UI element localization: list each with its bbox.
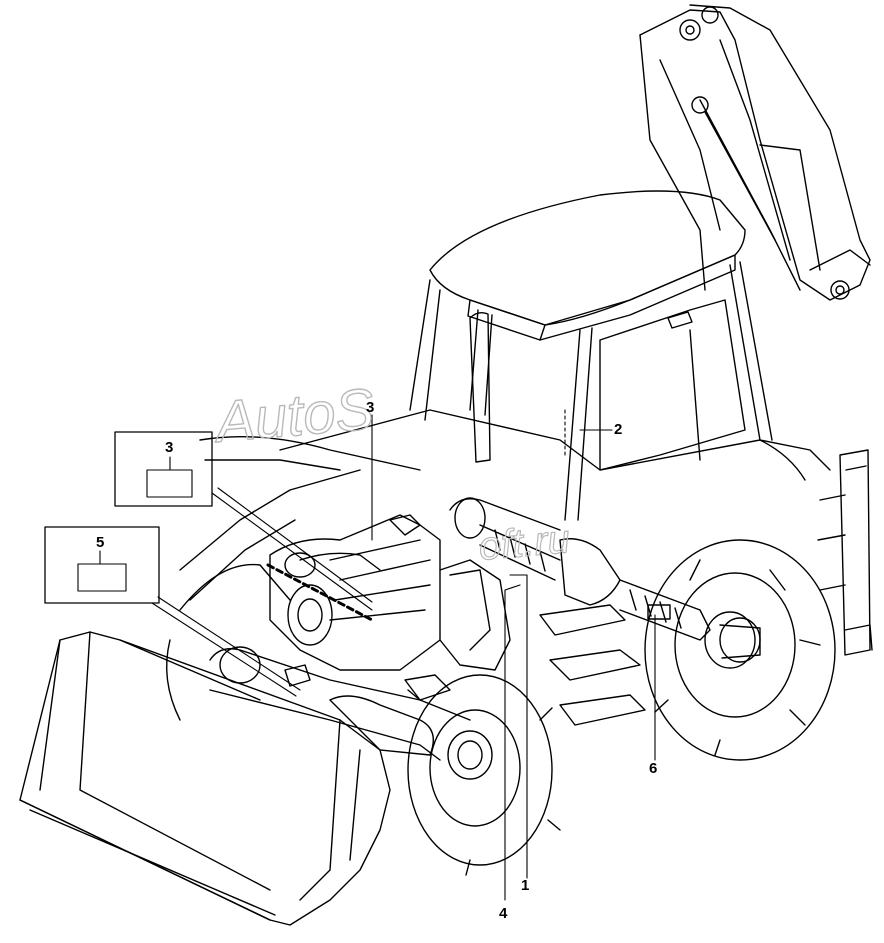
rear-stabilizer [817, 449, 873, 656]
leader-box-3 [211, 492, 373, 611]
callout-box-5 [44, 526, 160, 604]
rear-wheel [644, 539, 836, 761]
cab [279, 190, 831, 521]
engine-block [269, 514, 511, 671]
callout-label-2: 2 [614, 421, 622, 438]
callout-label-3-top: 3 [366, 399, 374, 416]
callout-leaders [151, 409, 656, 901]
front-wheel [166, 563, 561, 876]
leader-box-5 [157, 596, 301, 691]
callout-label-3-box: 3 [165, 439, 173, 456]
callout-label-5-box: 5 [96, 534, 104, 551]
callout-box-3 [114, 431, 213, 507]
loader-bucket [19, 631, 391, 926]
rear-axle [449, 497, 761, 663]
loader-arms [179, 435, 421, 601]
backhoe-arm [639, 4, 871, 301]
callout-label-1: 1 [521, 877, 529, 894]
cab-steps [539, 604, 646, 726]
callout-label-4: 4 [499, 905, 508, 922]
leader-4 [504, 584, 521, 901]
watermark-ext: oft.ru [477, 517, 572, 569]
engine-dashed-link [266, 563, 374, 622]
front-axle [209, 646, 493, 780]
callout-label-6: 6 [649, 760, 657, 777]
watermark-main: AutoS [210, 376, 376, 455]
leader-1 [509, 574, 528, 879]
